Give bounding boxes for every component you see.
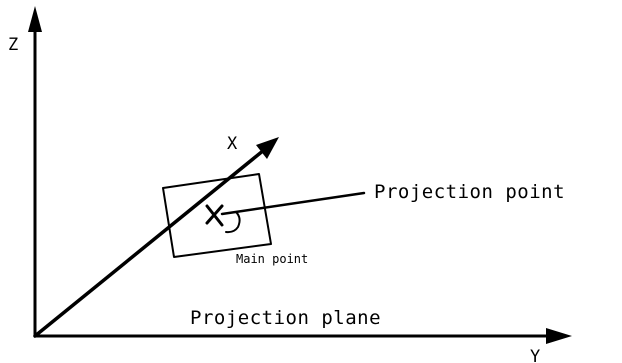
- angle-arc: [225, 211, 241, 234]
- projection-plane-label: Projection plane: [190, 307, 381, 329]
- main-point-label: Main point: [236, 252, 308, 266]
- projection-plane-rectangle: [162, 173, 272, 258]
- projection-point-leader-line: [220, 191, 366, 216]
- x-axis-arrowhead: [256, 137, 279, 159]
- projection-point-label: Projection point: [374, 181, 565, 203]
- x-axis-label: X: [227, 134, 238, 154]
- z-axis: Z: [8, 6, 42, 338]
- z-axis-arrowhead: [28, 6, 42, 32]
- main-point-cross: [205, 204, 224, 227]
- y-axis: Y: [33, 328, 572, 363]
- x-axis: X: [33, 134, 279, 338]
- y-axis-arrowhead: [546, 328, 572, 344]
- y-axis-label: Y: [530, 347, 540, 363]
- z-axis-label: Z: [8, 35, 18, 55]
